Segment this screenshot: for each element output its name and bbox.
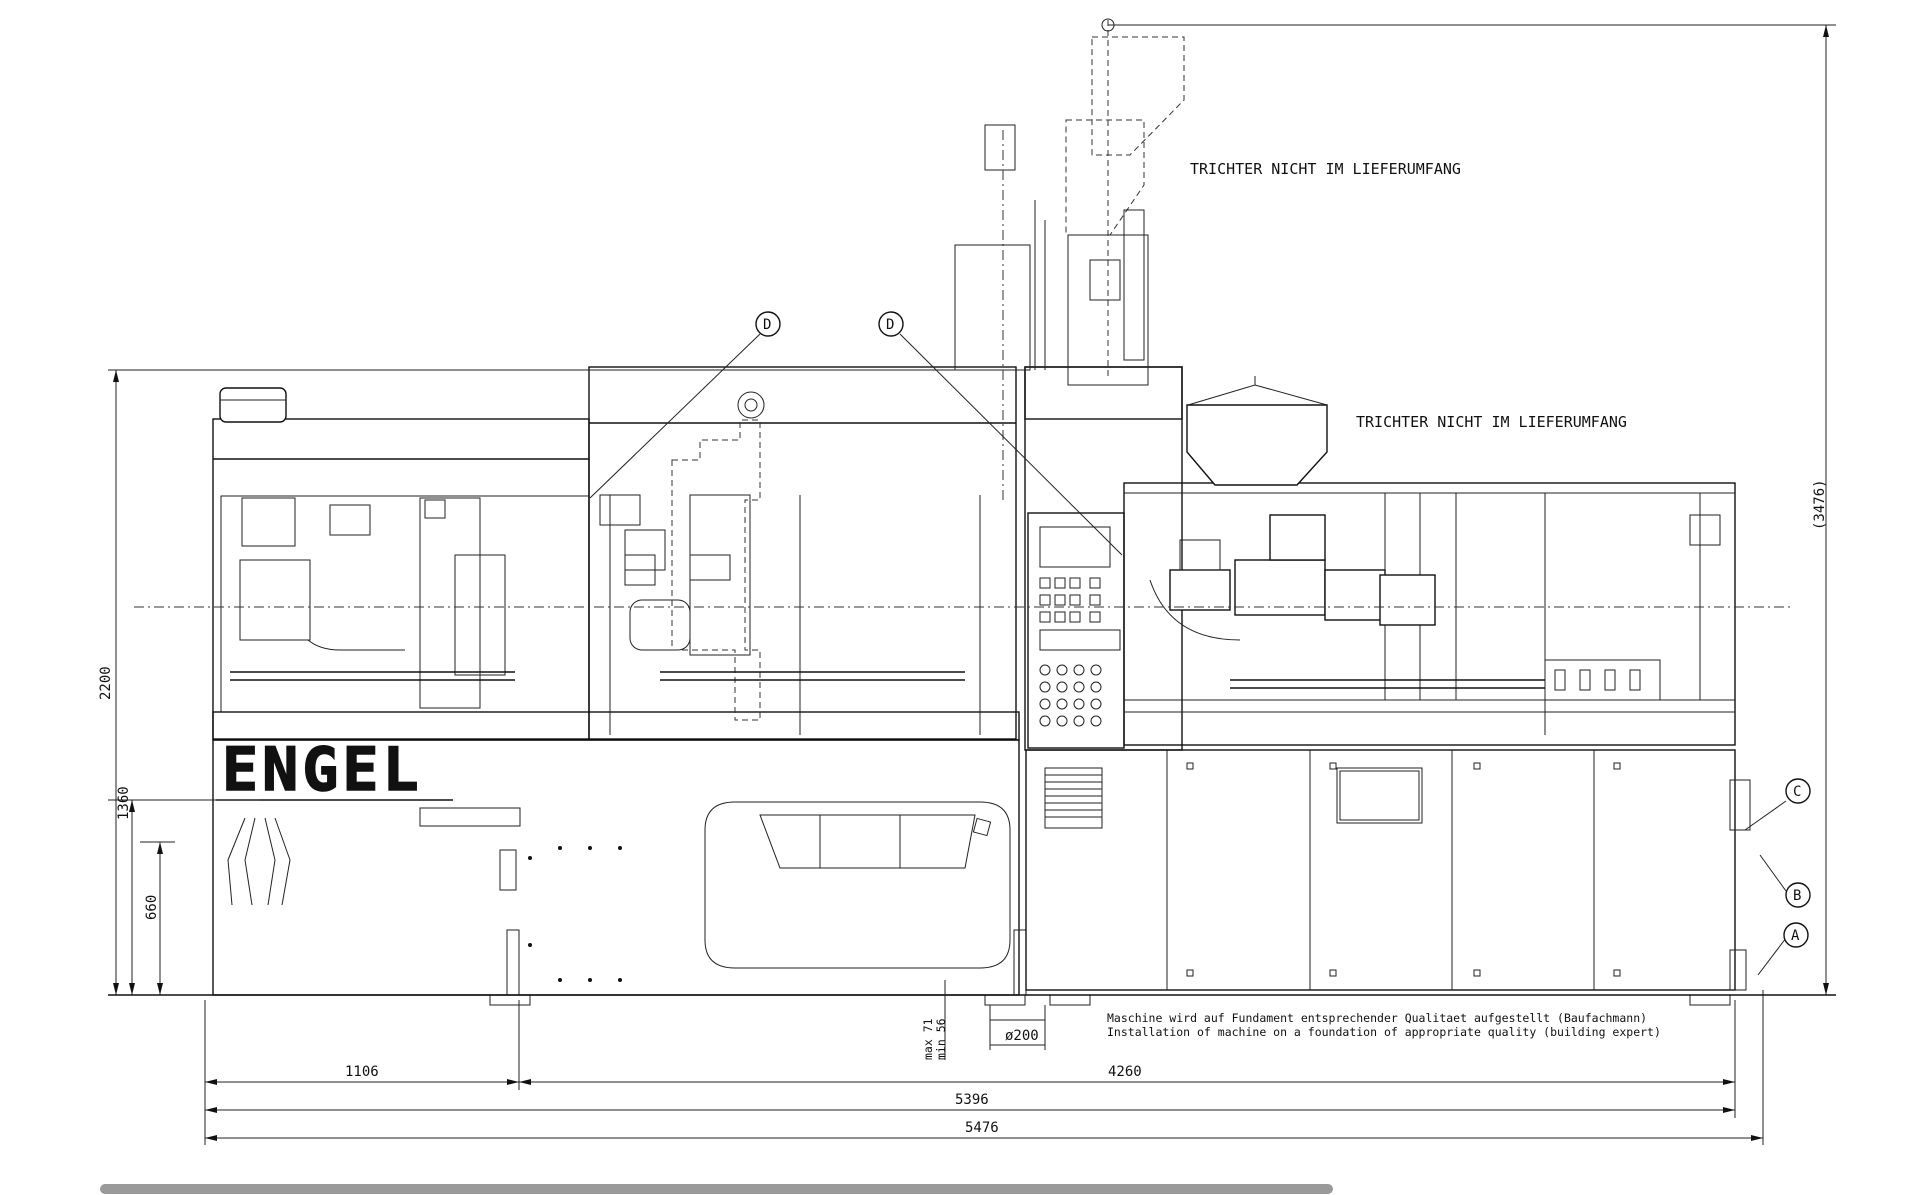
dim-level-max: max 71 <box>921 1018 935 1060</box>
marker-c <box>1785 778 1811 804</box>
note-hopper-top: TRICHTER NICHT IM LIEFERUMFANG <box>1190 160 1461 178</box>
marker-a <box>1783 922 1809 948</box>
callouts: D D C B A <box>589 311 1811 976</box>
dim-2200: 2200 <box>98 666 114 700</box>
marker-b <box>1785 882 1811 908</box>
dimension-texts: 1106 4260 5396 5476 ø200 max 71 min 56 2… <box>98 479 1828 1136</box>
dim-5396: 5396 <box>955 1092 989 1108</box>
marker-d-right-label: D <box>886 317 894 333</box>
marker-a-label: A <box>1791 928 1800 944</box>
dim-foot-diameter: ø200 <box>1005 1028 1039 1044</box>
marker-b-label: B <box>1793 888 1801 904</box>
dim-660: 660 <box>144 895 160 920</box>
marker-d-left-label: D <box>763 317 771 333</box>
dim-4260: 4260 <box>1108 1064 1142 1080</box>
control-panel <box>1024 366 1183 751</box>
note-foundation-de: Maschine wird auf Fundament entsprechend… <box>1107 1011 1647 1025</box>
electrical-cabinet <box>489 749 1751 1006</box>
dim-height-total: (3476) <box>1812 479 1828 530</box>
dim-1106: 1106 <box>345 1064 379 1080</box>
hopper-top <box>954 18 1836 500</box>
dim-level-min: min 56 <box>934 1018 948 1060</box>
hopper-mid <box>1186 376 1328 486</box>
marker-c-label: C <box>1793 784 1801 800</box>
notes: TRICHTER NICHT IM LIEFERUMFANG TRICHTER … <box>1107 160 1661 1039</box>
note-foundation-en: Installation of machine on a foundation … <box>1107 1025 1661 1039</box>
engel-logo-text: ENGEL <box>222 735 423 805</box>
engel-logo: ENGEL <box>216 734 453 806</box>
marker-d-left <box>755 311 781 337</box>
horizontal-scrollbar[interactable] <box>100 1184 1333 1194</box>
dim-1360: 1360 <box>116 786 132 820</box>
dimension-lines <box>108 25 1836 1145</box>
injection-unit <box>1123 482 1736 746</box>
mould-area <box>588 366 1017 740</box>
dim-5476: 5476 <box>965 1120 999 1136</box>
marker-d-right <box>878 311 904 337</box>
note-hopper-mid: TRICHTER NICHT IM LIEFERUMFANG <box>1356 413 1627 431</box>
clamping-unit <box>212 387 1020 741</box>
